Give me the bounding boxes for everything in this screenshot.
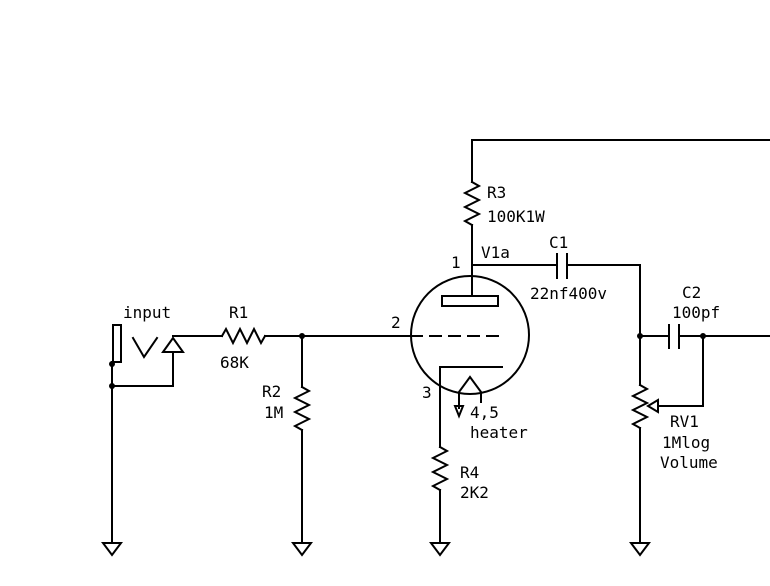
jack-switch-wire [111,351,174,387]
rv1-wiper-wire [657,335,704,407]
r3-resistor [462,180,482,227]
heater-pin-marker [453,405,465,419]
r1-name: R1 [229,303,248,322]
input-jack-sleeve [112,324,122,363]
r3-value: 100K1W [487,207,545,226]
ground-symbol [629,542,651,557]
rv1-wiper-arrow [646,398,659,414]
c1-capacitor [556,253,568,279]
heater-pins-label: 4,5 [470,403,499,422]
rv1-potentiometer [630,383,650,430]
input-label: input [123,303,171,322]
r2-resistor [292,385,312,432]
heater-label: heater [470,423,528,442]
ground-symbol [291,542,313,557]
pin-grid-label: 2 [391,313,401,332]
c1-name: C1 [549,233,568,252]
r3-name: R3 [487,183,506,202]
junction-dot [109,383,115,389]
pin-cathode-label: 3 [422,383,432,402]
r2-name: R2 [262,382,281,401]
input-jack-tip [131,336,159,359]
tube-heater [458,375,482,409]
tube-name: V1a [481,243,510,262]
tube-plate [441,295,499,307]
rv1-function: Volume [660,453,718,472]
junction-dot [109,361,115,367]
pin-plate-label: 1 [451,253,461,272]
ground-symbol [101,542,123,557]
r1-resistor [220,326,267,346]
r1-value: 68K [220,353,249,372]
c2-capacitor [668,324,680,349]
rv1-name: RV1 [670,412,699,431]
r4-value: 2K2 [460,483,489,502]
input-jack-switch [161,336,185,353]
r2-value: 1M [264,403,283,422]
ground-symbol [429,542,451,557]
tube-cathode [439,366,503,393]
c2-name: C2 [682,283,701,302]
r4-resistor [430,445,450,492]
c2-value: 100pf [672,303,720,322]
c1-right-wire [568,264,641,337]
r4-name: R4 [460,463,479,482]
c1-value: 22nf400v [530,284,607,303]
rv1-value: 1Mlog [662,433,710,452]
